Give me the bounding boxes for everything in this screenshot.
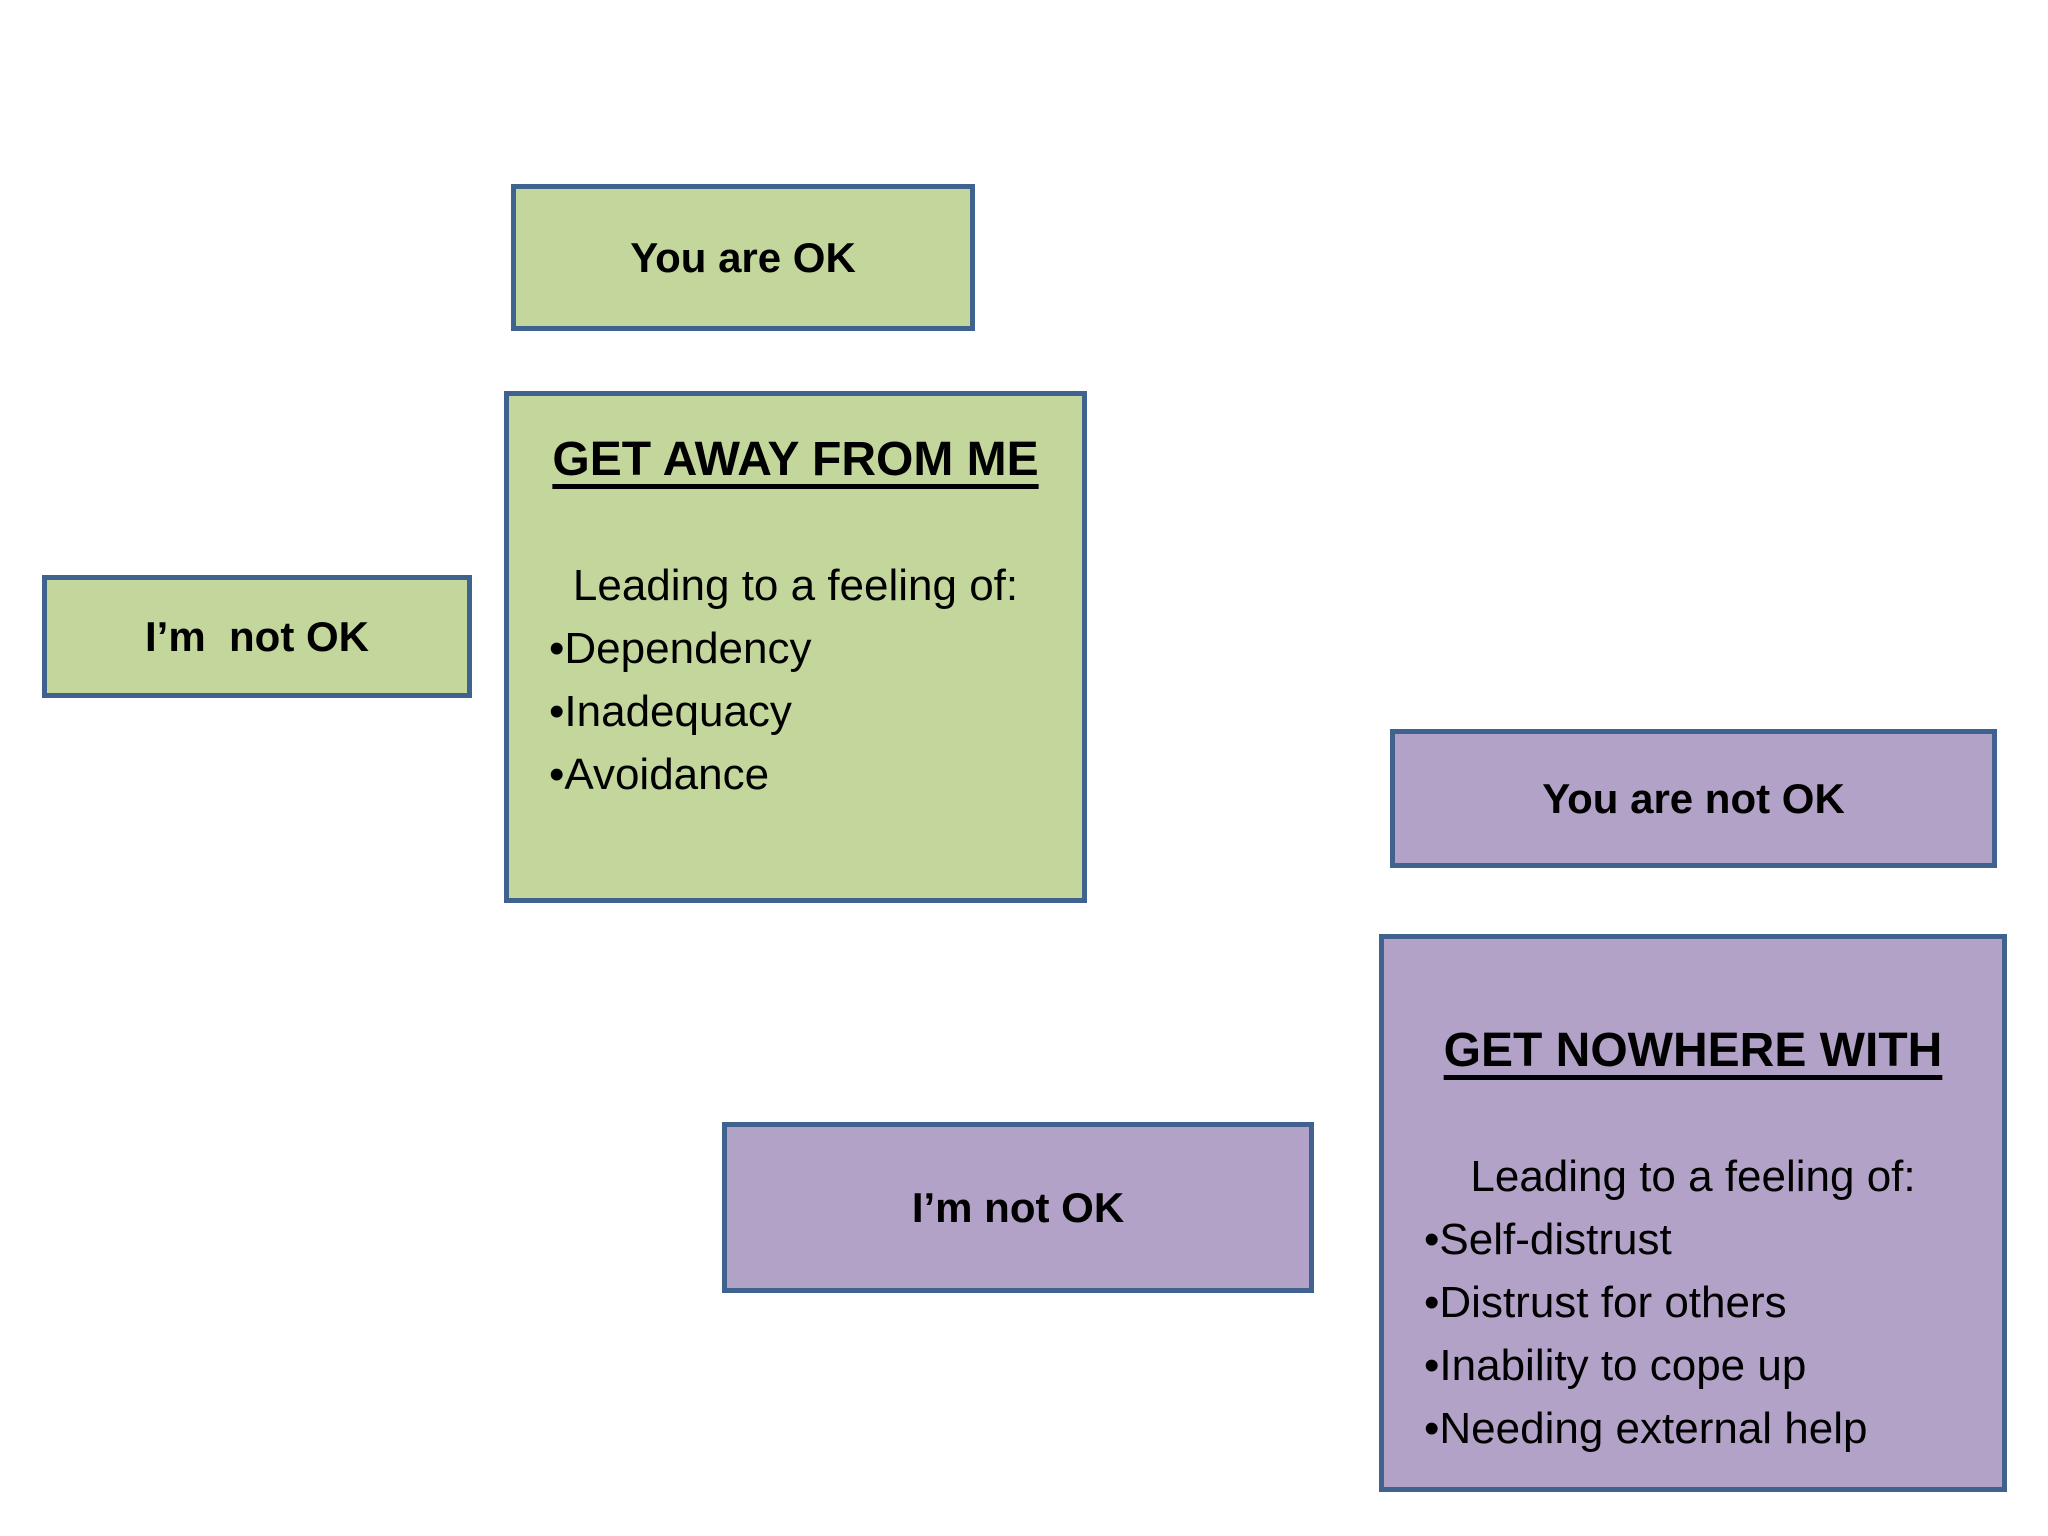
bullet-marker: •	[1424, 1278, 1440, 1327]
get-nowhere-bullet-list: •Self-distrust •Distrust for others •Ina…	[1402, 1208, 1984, 1460]
bullet-marker: •	[549, 687, 565, 736]
bullet-text: Distrust for others	[1439, 1278, 1787, 1327]
bullet-marker: •	[1424, 1341, 1440, 1390]
bullet-marker: •	[1424, 1404, 1440, 1453]
you-are-not-ok-label: You are not OK	[1542, 774, 1845, 822]
you-are-ok-label: You are OK	[630, 233, 856, 281]
bullet-item: •Avoidance	[549, 743, 1064, 806]
you-are-ok-box: You are OK	[511, 184, 975, 331]
bullet-item: •Dependency	[549, 617, 1064, 680]
bullet-text: Self-distrust	[1439, 1215, 1672, 1264]
bullet-text: Inability to cope up	[1439, 1341, 1807, 1390]
you-are-not-ok-box: You are not OK	[1390, 729, 1997, 868]
bullet-text: Inadequacy	[564, 687, 792, 736]
bullet-text: Dependency	[564, 624, 812, 673]
bullet-item: •Inability to cope up	[1424, 1334, 1984, 1397]
bullet-item: •Inadequacy	[549, 680, 1064, 743]
get-nowhere-with-box: GET NOWHERE WITH Leading to a feeling of…	[1379, 934, 2007, 1492]
bullet-marker: •	[549, 624, 565, 673]
bullet-marker: •	[549, 750, 565, 799]
im-not-ok-middle-label: I’m not OK	[911, 1183, 1125, 1231]
bullet-item: •Needing external help	[1424, 1397, 1984, 1460]
get-away-lead-text: Leading to a feeling of:	[572, 561, 1019, 610]
bullet-text: Needing external help	[1439, 1404, 1868, 1453]
bullet-marker: •	[1424, 1215, 1440, 1264]
get-nowhere-with-title: GET NOWHERE WITH	[1443, 1024, 1943, 1077]
get-away-from-me-box: GET AWAY FROM ME Leading to a feeling of…	[504, 391, 1087, 903]
get-nowhere-lead-text: Leading to a feeling of:	[1470, 1152, 1916, 1201]
bullet-item: •Distrust for others	[1424, 1271, 1984, 1334]
im-not-ok-left-box: I’m not OK	[42, 575, 472, 698]
im-not-ok-middle-box: I’m not OK	[722, 1122, 1314, 1293]
im-not-ok-left-label: I’m not OK	[145, 612, 369, 660]
get-away-bullet-list: •Dependency •Inadequacy •Avoidance	[527, 617, 1064, 806]
bullet-item: •Self-distrust	[1424, 1208, 1984, 1271]
get-away-from-me-title: GET AWAY FROM ME	[552, 433, 1039, 486]
bullet-text: Avoidance	[564, 750, 770, 799]
